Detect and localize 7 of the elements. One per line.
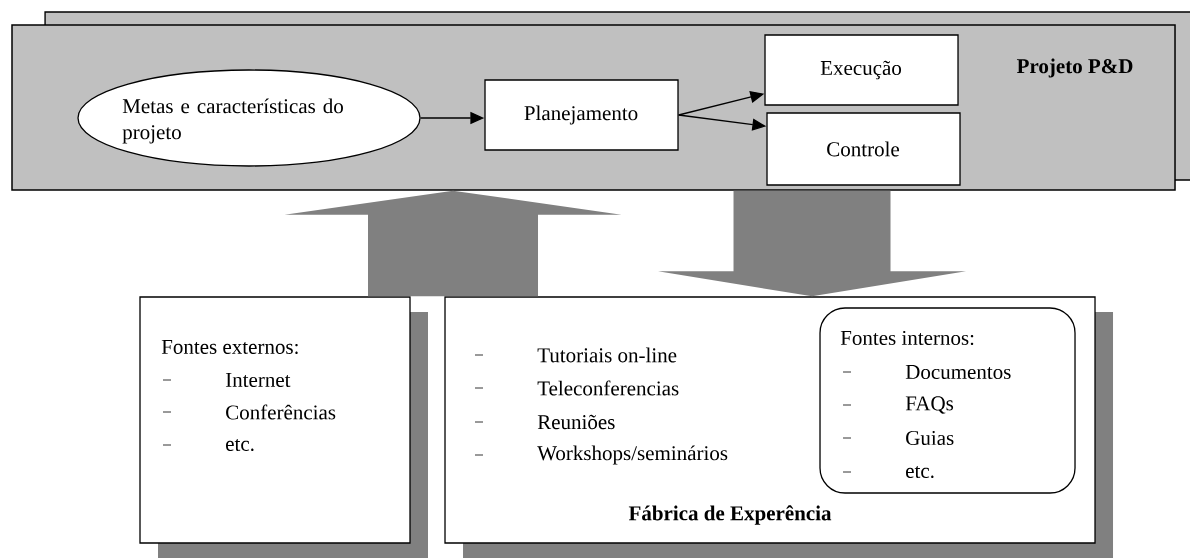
source-box: Fontes internos: Documentos FAQs Guias etc. — [819, 307, 1076, 494]
source-box: Fontes externos: Internet Conferências etc. — [139, 296, 428, 558]
block-arrow — [658, 190, 966, 297]
block-arrow — [284, 190, 622, 297]
process-box: Execução — [764, 34, 959, 106]
process-box: Controle — [766, 112, 961, 186]
process-box: Planejamento — [484, 79, 679, 151]
